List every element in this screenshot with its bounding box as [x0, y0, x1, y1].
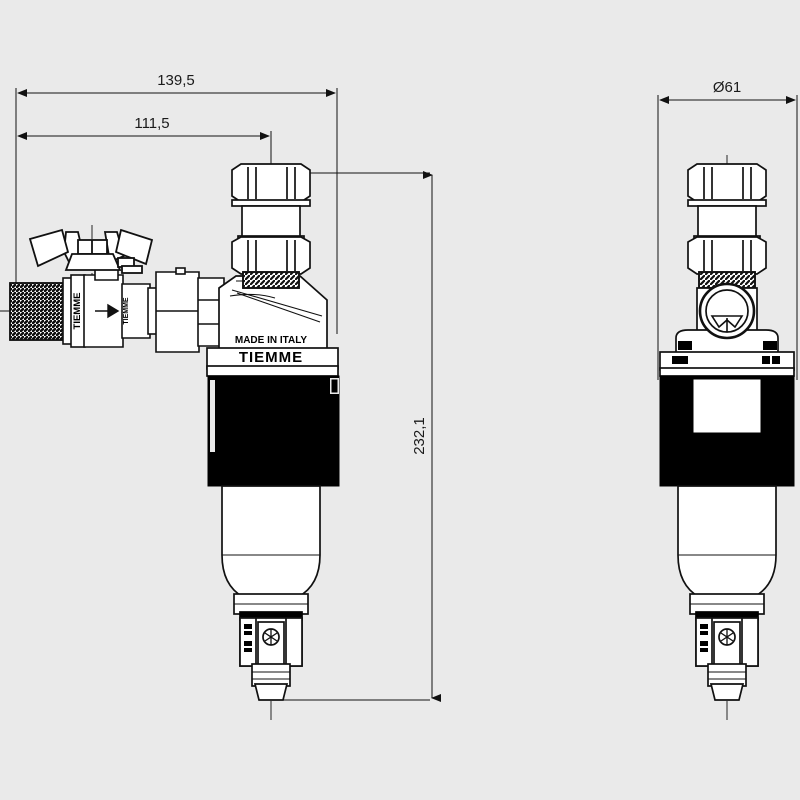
handle-stop-tab: [121, 265, 143, 274]
dimension-label-body-diameter: Ø61: [713, 79, 741, 96]
dimension-body-diameter: [657, 95, 798, 380]
vent-lower-hex: [231, 236, 311, 275]
head-slope-line-b: [236, 292, 321, 323]
dimension-label-overall-height: 232,1: [411, 417, 428, 455]
side-vent-barrel: [697, 205, 757, 239]
bowl-body: [221, 485, 321, 598]
collar-left-notch: [210, 380, 215, 452]
side-vent-washer-upper: [687, 199, 767, 207]
vent-threaded-shank: [242, 271, 300, 289]
union-nut-key: [175, 267, 186, 275]
inlet-thread: [9, 282, 66, 341]
dimension-label-valve-length: 111,5: [134, 115, 169, 132]
vent-washer-upper: [231, 199, 311, 207]
head-curve: [229, 293, 276, 299]
side-drain-hose-tail: [707, 663, 747, 687]
butterfly-handle: [28, 228, 154, 274]
head-label-band-lower: [206, 365, 339, 377]
side-drain-screw-slots: [720, 629, 734, 645]
threaded-inlet: [9, 277, 73, 345]
side-top-vent-assembly: [687, 163, 767, 289]
side-collar-label-plate: [693, 379, 761, 433]
side-drain-valve: [695, 617, 759, 701]
filter-bowl: [221, 485, 321, 621]
drain-knurl-marks: [244, 624, 252, 652]
side-head-band-marks: [672, 341, 780, 364]
vent-upper-hex: [231, 163, 311, 203]
side-head-band-lower: [659, 367, 795, 377]
magnetic-collar: [207, 375, 340, 487]
valve-outlet-neck: [121, 283, 151, 339]
handle-wing-left-outer: [28, 228, 70, 268]
side-drain-knurl-marks: [700, 624, 708, 652]
side-drain-outlet-nose: [709, 683, 745, 701]
valve-body-secondary-text: TIEMME: [123, 297, 130, 325]
vent-threaded-shank-outline: [242, 271, 300, 289]
drain-right-wing: [285, 617, 303, 667]
side-vent-upper-hex: [687, 163, 767, 203]
drain-screw-slots: [264, 629, 278, 645]
flow-direction-arrow: [95, 303, 120, 319]
made-in-italy-label: MADE IN ITALY: [235, 335, 308, 346]
handle-wing-right-outer: [114, 228, 154, 266]
side-port-vane: [710, 315, 744, 329]
union-nut-assembly: [155, 267, 225, 353]
union-nut-hex: [155, 271, 200, 353]
side-drain-right-wing: [741, 617, 759, 667]
front-view: TIEMME TIEMME: [0, 155, 340, 720]
dimension-overall-height: [268, 171, 441, 702]
vent-barrel: [241, 205, 301, 239]
side-magnetic-collar: [659, 375, 795, 487]
side-view: [659, 155, 795, 720]
top-vent-assembly: [231, 163, 311, 289]
collar-block: [207, 375, 340, 487]
drain-hose-tail: [251, 663, 291, 687]
dimension-label-overall-length: 139,5: [157, 72, 195, 89]
drain-valve: [239, 617, 303, 701]
side-filter-bowl: [677, 485, 777, 621]
drain-outlet-nose: [253, 683, 289, 701]
side-filter-head: [659, 282, 795, 377]
valve-body-brand-text: TIEMME: [72, 293, 83, 330]
handle-collar: [64, 253, 122, 271]
side-vent-lower-hex: [687, 236, 767, 275]
side-bowl-body: [677, 485, 777, 598]
collar-right-tab: [331, 379, 338, 393]
brand-label: TIEMME: [239, 349, 303, 366]
